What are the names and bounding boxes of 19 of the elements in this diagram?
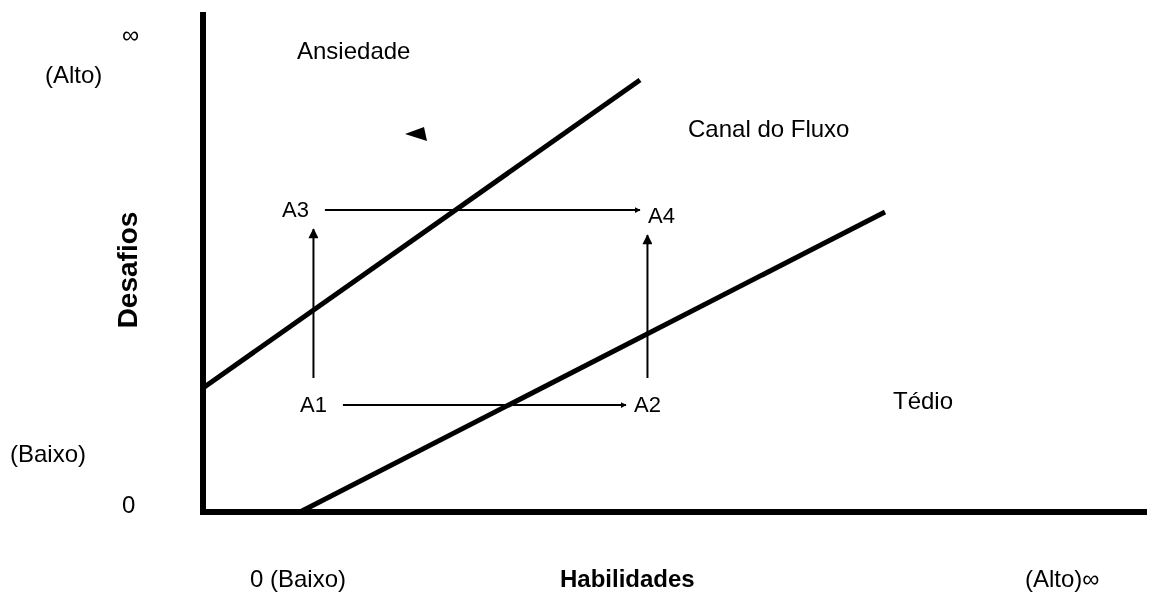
- arrow: [323, 207, 641, 214]
- arrow: [642, 234, 653, 379]
- point-label: A4: [646, 203, 677, 230]
- axis-title: Desafios: [112, 211, 144, 329]
- axis-label: 0 (Baixo): [250, 566, 347, 593]
- zone-label: Tédio: [893, 388, 954, 415]
- point-label: A3: [280, 197, 311, 224]
- axis-label: (Alto)∞: [1025, 566, 1100, 593]
- axis-end-label: ∞: [122, 22, 140, 49]
- zone-label: Ansiedade: [297, 38, 411, 65]
- axis-title: Habilidades: [560, 566, 695, 593]
- arrow: [308, 228, 319, 379]
- arrow: [341, 402, 627, 409]
- zone-label: Canal do Fluxo: [688, 116, 850, 143]
- axis-label: 0: [122, 492, 136, 519]
- axis-label: (Baixo): [10, 441, 87, 468]
- axis-label: (Alto): [45, 62, 103, 89]
- point-label: A2: [632, 392, 663, 419]
- point-label: A1: [298, 392, 329, 419]
